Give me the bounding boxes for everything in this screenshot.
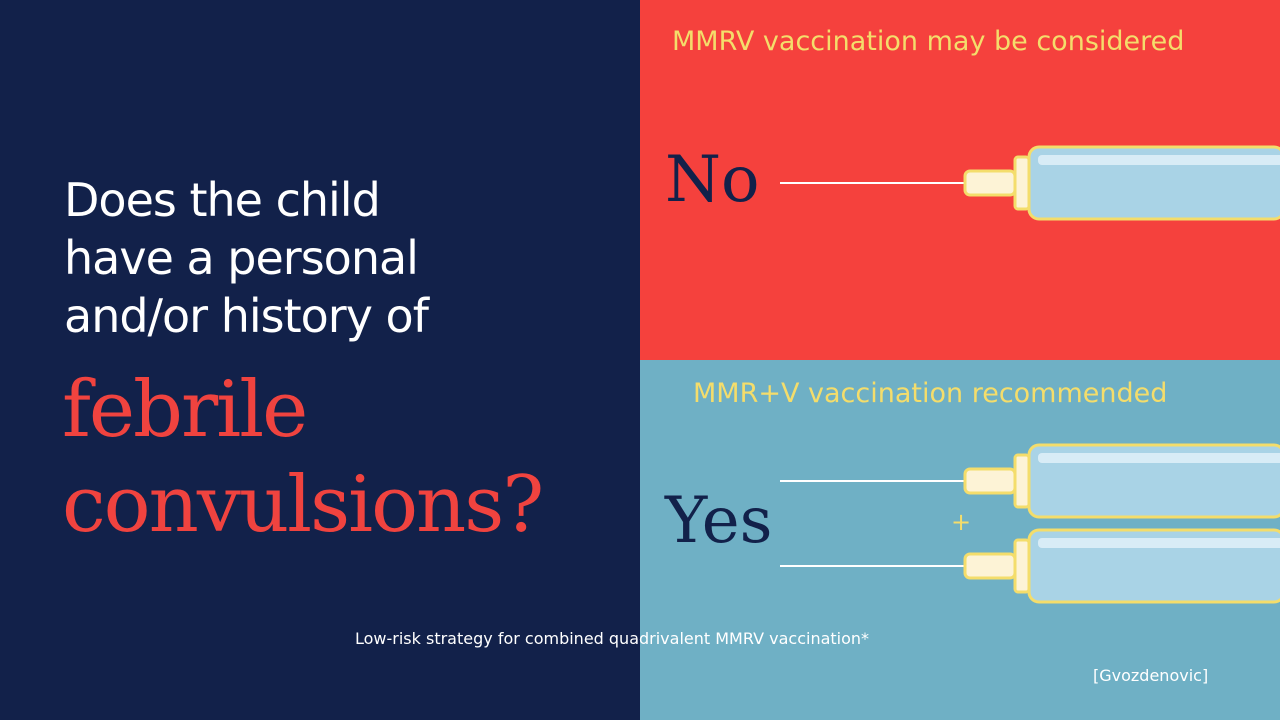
answer-yes: Yes [665,484,773,558]
citation: [Gvozdenovic] [1093,666,1209,685]
question-line-1: Does the child [64,173,381,227]
syringe-icon [780,528,1280,604]
syringe-icon [780,443,1280,519]
yes-heading: MMR+V vaccination recommended [693,378,1168,409]
question-emphasis-2: convulsions? [62,460,544,550]
footer-note: Low-risk strategy for combined quadrival… [355,629,870,648]
syringe-icon [780,145,1280,221]
answer-no: No [665,143,760,217]
question-line-2: have a personal [64,231,419,285]
question-emphasis-1: febrile [62,365,308,455]
question-panel [0,0,640,720]
no-heading: MMRV vaccination may be considered [672,26,1185,57]
plus-sign: + [951,508,972,536]
question-line-3: and/or history of [64,289,429,343]
